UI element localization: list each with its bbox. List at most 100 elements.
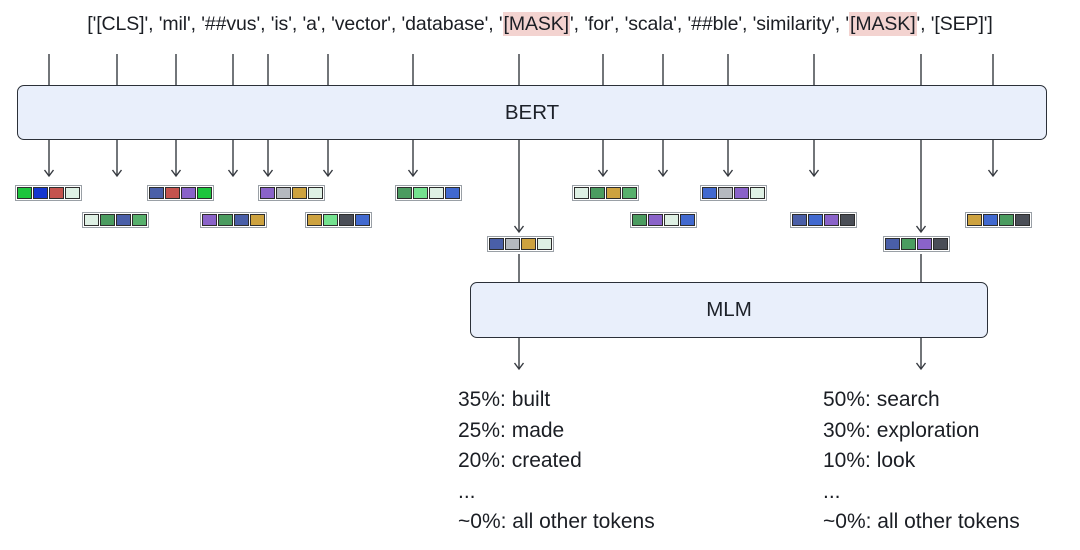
token-embedding-vector [965, 212, 1032, 228]
embedding-cell [632, 214, 647, 226]
embedding-cell [574, 187, 589, 199]
embedding-cell [260, 187, 275, 199]
embedding-cell [202, 214, 217, 226]
embedding-cell [355, 214, 370, 226]
token-embedding-vector [200, 212, 267, 228]
arrowhead-icon [597, 169, 609, 178]
token: ##ble [691, 13, 739, 35]
embedding-cell [84, 214, 99, 226]
embedding-cell [116, 214, 131, 226]
embedding-cell [622, 187, 637, 199]
arrowhead-icon [915, 362, 927, 371]
embedding-cell [933, 238, 948, 250]
prediction-line: 30%: exploration [823, 418, 980, 442]
prediction-line: 50%: search [823, 388, 940, 411]
embedding-cell [250, 214, 265, 226]
token-embedding-vector [790, 212, 857, 228]
embedding-cell [429, 187, 444, 199]
arrowhead-icon [227, 169, 239, 178]
token: similarity [756, 13, 832, 35]
embedding-cell [149, 187, 164, 199]
mlm-label: MLM [706, 298, 752, 321]
arrowhead-icon [513, 362, 525, 371]
mlm-box: MLM [470, 282, 988, 338]
embedding-cell [218, 214, 233, 226]
embedding-cell [824, 214, 839, 226]
token-embedding-vector [147, 185, 214, 201]
arrowhead-icon [657, 169, 669, 178]
embedding-cell [664, 214, 679, 226]
arrowhead-icon [111, 169, 123, 178]
token: mil [162, 13, 187, 35]
prediction-line: 20%: created [458, 449, 582, 473]
embedding-cell [840, 214, 855, 226]
token-list: ['[CLS]', 'mil', '##vus', 'is', 'a', 've… [87, 12, 993, 36]
embedding-cell [648, 214, 663, 226]
arrowhead-icon [407, 169, 419, 178]
embedding-cell [276, 187, 291, 199]
arrowhead-icon [915, 225, 927, 234]
arrowhead-icon [43, 169, 55, 178]
token: database [405, 13, 485, 35]
arrowhead-icon [262, 169, 274, 178]
embedding-cell [308, 187, 323, 199]
token: scala [628, 13, 674, 35]
masked-token: [MASK] [502, 12, 570, 36]
embedding-cell [165, 187, 180, 199]
embedding-cell [750, 187, 765, 199]
arrowhead-icon [808, 169, 820, 178]
embedding-cell [967, 214, 982, 226]
masked-token-embedding-vector [487, 236, 554, 252]
embedding-cell [537, 238, 552, 250]
prediction-line: 10%: look [823, 449, 916, 473]
arrowhead-icon [987, 169, 999, 178]
embedding-cell [983, 214, 998, 226]
token-embedding-vector [630, 212, 697, 228]
embedding-cell [49, 187, 64, 199]
embedding-cell [680, 214, 695, 226]
embedding-cell [606, 187, 621, 199]
token-embedding-vector [572, 185, 639, 201]
prediction-line: 25%: made [458, 418, 565, 442]
embedding-cell [307, 214, 322, 226]
prediction-line: ... [823, 479, 841, 503]
embedding-cell [100, 214, 115, 226]
embedding-cell [999, 214, 1014, 226]
embedding-cell [339, 214, 354, 226]
arrowhead-icon [722, 169, 734, 178]
token: [CLS] [96, 13, 145, 35]
token-embedding-vector [15, 185, 82, 201]
embedding-cell [901, 238, 916, 250]
embedding-cell [792, 214, 807, 226]
embedding-cell [1015, 214, 1030, 226]
token-embedding-vector [395, 185, 462, 201]
prediction-line: ~0%: all other tokens [458, 510, 655, 534]
embedding-cell [445, 187, 460, 199]
masked-token: [MASK] [849, 12, 917, 36]
arrowhead-icon [322, 169, 334, 178]
bert-box: BERT [17, 85, 1047, 140]
token-embedding-vector [82, 212, 149, 228]
arrowhead-icon [170, 169, 182, 178]
token: vector [334, 13, 388, 35]
arrowhead-icon [513, 225, 525, 234]
token: ##vus [204, 13, 257, 35]
embedding-cell [33, 187, 48, 199]
embedding-cell [489, 238, 504, 250]
embedding-cell [718, 187, 733, 199]
token: a [306, 13, 317, 35]
token: [SEP] [934, 13, 984, 35]
embedding-cell [808, 214, 823, 226]
token-embedding-vector [700, 185, 767, 201]
embedding-cell [734, 187, 749, 199]
masked-token-embedding-vector [883, 236, 950, 252]
embedding-cell [197, 187, 212, 199]
prediction-line: 35%: built [458, 388, 551, 411]
embedding-cell [181, 187, 196, 199]
embedding-cell [292, 187, 307, 199]
embedding-cell [323, 214, 338, 226]
embedding-cell [413, 187, 428, 199]
